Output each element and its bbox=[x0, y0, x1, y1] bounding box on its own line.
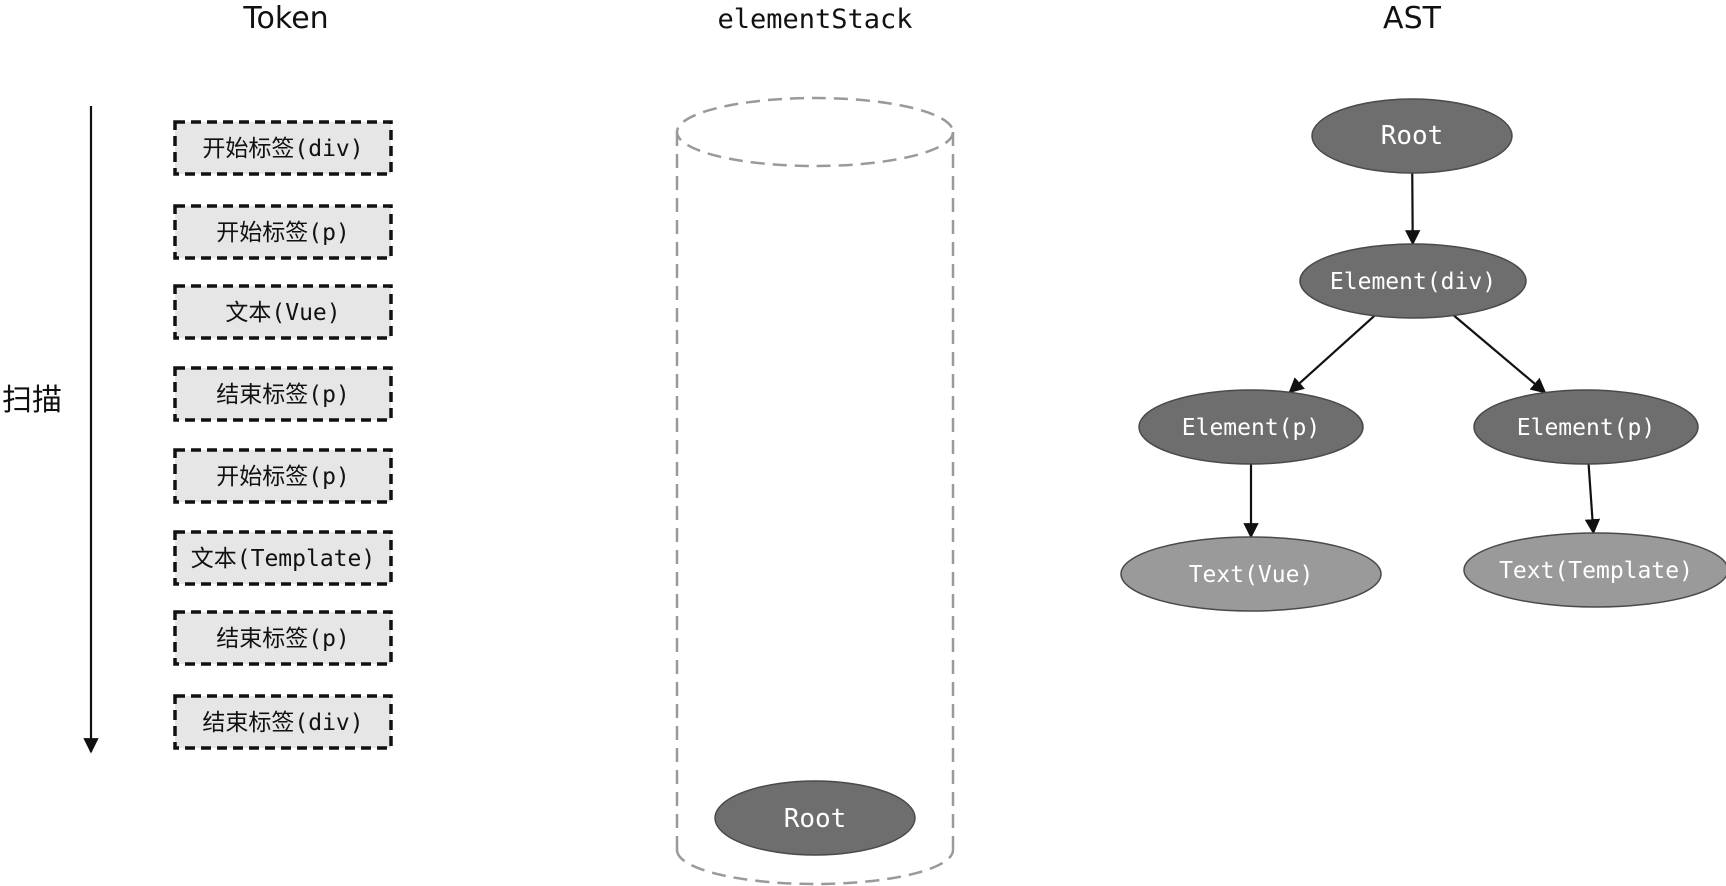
token-item: 结束标签(div) bbox=[173, 694, 393, 750]
token-item: 文本(Vue) bbox=[173, 284, 393, 340]
token-label: 文本(Template) bbox=[191, 546, 375, 572]
ast-node-label: Text(Vue) bbox=[1189, 562, 1314, 588]
ast-node-label: Element(p) bbox=[1517, 415, 1655, 441]
stack-item: Root bbox=[714, 780, 916, 856]
ast-node-shape bbox=[1299, 243, 1527, 319]
ast-node-shape bbox=[1463, 532, 1726, 608]
token-column-title: Token bbox=[242, 1, 328, 36]
token-box bbox=[173, 448, 393, 504]
token-item: 结束标签(p) bbox=[173, 610, 393, 666]
ast-node-label: Root bbox=[1381, 121, 1444, 151]
token-label: 开始标签(p) bbox=[216, 464, 350, 490]
token-box bbox=[173, 284, 393, 340]
ast-node-root: Root bbox=[1311, 98, 1513, 174]
token-item: 开始标签(p) bbox=[173, 204, 393, 260]
stack-item-label: Root bbox=[784, 804, 847, 834]
token-box bbox=[173, 366, 393, 422]
ast-node-t1: Text(Vue) bbox=[1120, 536, 1382, 612]
token-box bbox=[173, 204, 393, 260]
token-box bbox=[173, 694, 393, 750]
ast-node-shape bbox=[1138, 389, 1364, 465]
token-label: 文本(Vue) bbox=[225, 300, 340, 326]
token-label: 结束标签(div) bbox=[202, 710, 363, 736]
token-item: 文本(Template) bbox=[173, 530, 393, 586]
token-item: 开始标签(div) bbox=[173, 120, 393, 176]
token-item: 开始标签(p) bbox=[173, 448, 393, 504]
ast-node-div: Element(div) bbox=[1299, 243, 1527, 319]
ast-edges bbox=[1243, 172, 1601, 539]
token-label: 开始标签(p) bbox=[216, 220, 350, 246]
ast-edge-div-p1 bbox=[1288, 314, 1376, 394]
token-label: 结束标签(p) bbox=[216, 626, 350, 652]
element-stack-items: Root bbox=[714, 780, 916, 856]
token-box bbox=[173, 530, 393, 586]
ast-edge-p2-t2 bbox=[1584, 463, 1601, 535]
ast-node-shape bbox=[1311, 98, 1513, 174]
token-list: 开始标签(div) 开始标签(p) 文本(Vue) 结束标签(p) 开始标签(p) 文本(… bbox=[173, 120, 393, 750]
ast-column-title: AST bbox=[1383, 1, 1442, 36]
ast-node-shape bbox=[1120, 536, 1382, 612]
ast-node-t2: Text(Template) bbox=[1463, 532, 1726, 608]
ast-node-label: Element(p) bbox=[1182, 415, 1320, 441]
token-item: 结束标签(p) bbox=[173, 366, 393, 422]
token-box bbox=[173, 610, 393, 666]
ast-node-shape bbox=[1473, 389, 1699, 465]
token-box bbox=[173, 120, 393, 176]
element-stack-cylinder bbox=[675, 96, 955, 886]
ast-node-p1: Element(p) bbox=[1138, 389, 1364, 465]
ast-node-label: Text(Template) bbox=[1499, 558, 1693, 584]
ast-node-label: Element(div) bbox=[1330, 269, 1496, 295]
scan-label: 扫描 bbox=[2, 383, 62, 418]
token-label: 开始标签(div) bbox=[202, 136, 363, 162]
token-label: 结束标签(p) bbox=[216, 382, 350, 408]
ast-node-p2: Element(p) bbox=[1473, 389, 1699, 465]
element-stack-column-title: elementStack bbox=[717, 4, 912, 35]
ast-edge-div-p2 bbox=[1453, 314, 1547, 394]
stack-item-node bbox=[714, 780, 916, 856]
